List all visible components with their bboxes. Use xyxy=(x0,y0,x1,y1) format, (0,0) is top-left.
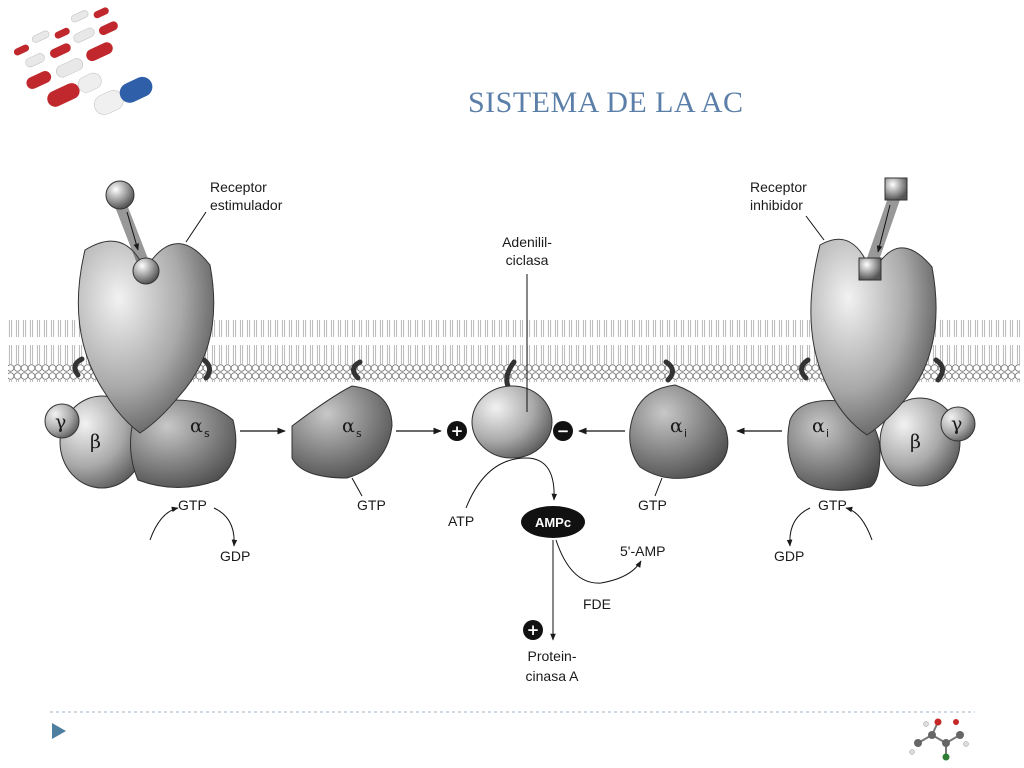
free-gi-alpha: α i xyxy=(629,359,729,479)
gi-alpha-sub: i xyxy=(826,427,829,440)
fde-label: FDE xyxy=(583,596,611,612)
receptor-inhib-label-1: Receptor xyxy=(750,179,807,195)
gi-gamma-subunit xyxy=(940,406,976,442)
antagonist-ligand xyxy=(884,177,908,201)
gi-gamma-label: γ xyxy=(951,413,962,435)
gs-alpha-subunit xyxy=(130,399,237,488)
adenylyl-cyclase xyxy=(471,359,553,459)
right-gdp-label: GDP xyxy=(774,548,804,564)
gs-gamma-subunit xyxy=(44,403,80,439)
adenylyl-label-1: Adenilil- xyxy=(502,234,552,250)
molecule-model-image xyxy=(909,718,969,761)
stimulatory-receptor-complex: γ β α s xyxy=(44,180,237,489)
camp-label: AMPc xyxy=(535,515,571,530)
receptor-stim-label-1: Receptor xyxy=(210,179,267,195)
svg-text:−: − xyxy=(557,422,570,440)
left-gdp-label: GDP xyxy=(220,548,250,564)
receptor-stim-label-2: estimulador xyxy=(210,197,283,213)
right-gtp-label: GTP xyxy=(818,497,847,513)
pka-label-2: cinasa A xyxy=(526,668,580,684)
pills-image xyxy=(13,7,153,115)
adenylyl-label-2: ciclasa xyxy=(506,252,549,268)
free-alpha-i-sub: i xyxy=(684,427,687,440)
amp5-label: 5'-AMP xyxy=(620,543,665,559)
gi-beta-subunit xyxy=(879,397,961,487)
agonist-ligand xyxy=(105,180,135,210)
bound-antagonist xyxy=(858,257,882,281)
svg-text:+: + xyxy=(527,621,540,639)
pka-label-1: Protein- xyxy=(527,648,576,664)
inhibitory-receptor-complex: α i β γ xyxy=(787,177,976,491)
svg-text:+: + xyxy=(451,422,464,440)
camp-badge xyxy=(521,506,585,538)
pka-activation-plus-icon xyxy=(523,620,543,640)
play-bullet-icon xyxy=(52,723,66,739)
gi-beta-label: β xyxy=(910,431,921,453)
stimulation-plus-icon xyxy=(447,421,467,441)
left-gtp-label: GTP xyxy=(178,497,207,513)
bound-agonist xyxy=(132,257,160,285)
gs-beta-label: β xyxy=(90,431,101,453)
gs-gamma-label: γ xyxy=(55,411,66,433)
free-alpha-s-label: α xyxy=(342,415,355,437)
free-gs-alpha: α s xyxy=(291,359,393,479)
inhibition-minus-icon xyxy=(553,421,573,441)
gs-alpha-label: α xyxy=(190,415,203,437)
free-alpha-s-sub: s xyxy=(356,427,362,440)
gi-alpha-label: α xyxy=(812,415,825,437)
slide-title: SISTEMA DE LA AC xyxy=(468,86,744,119)
mid-right-gtp-label: GTP xyxy=(638,497,667,513)
mid-left-gtp-label: GTP xyxy=(357,497,386,513)
gs-alpha-sub: s xyxy=(204,427,210,440)
atp-label: ATP xyxy=(448,513,474,529)
free-alpha-i-label: α xyxy=(670,415,683,437)
receptor-inhib-label-2: inhibidor xyxy=(750,197,803,213)
